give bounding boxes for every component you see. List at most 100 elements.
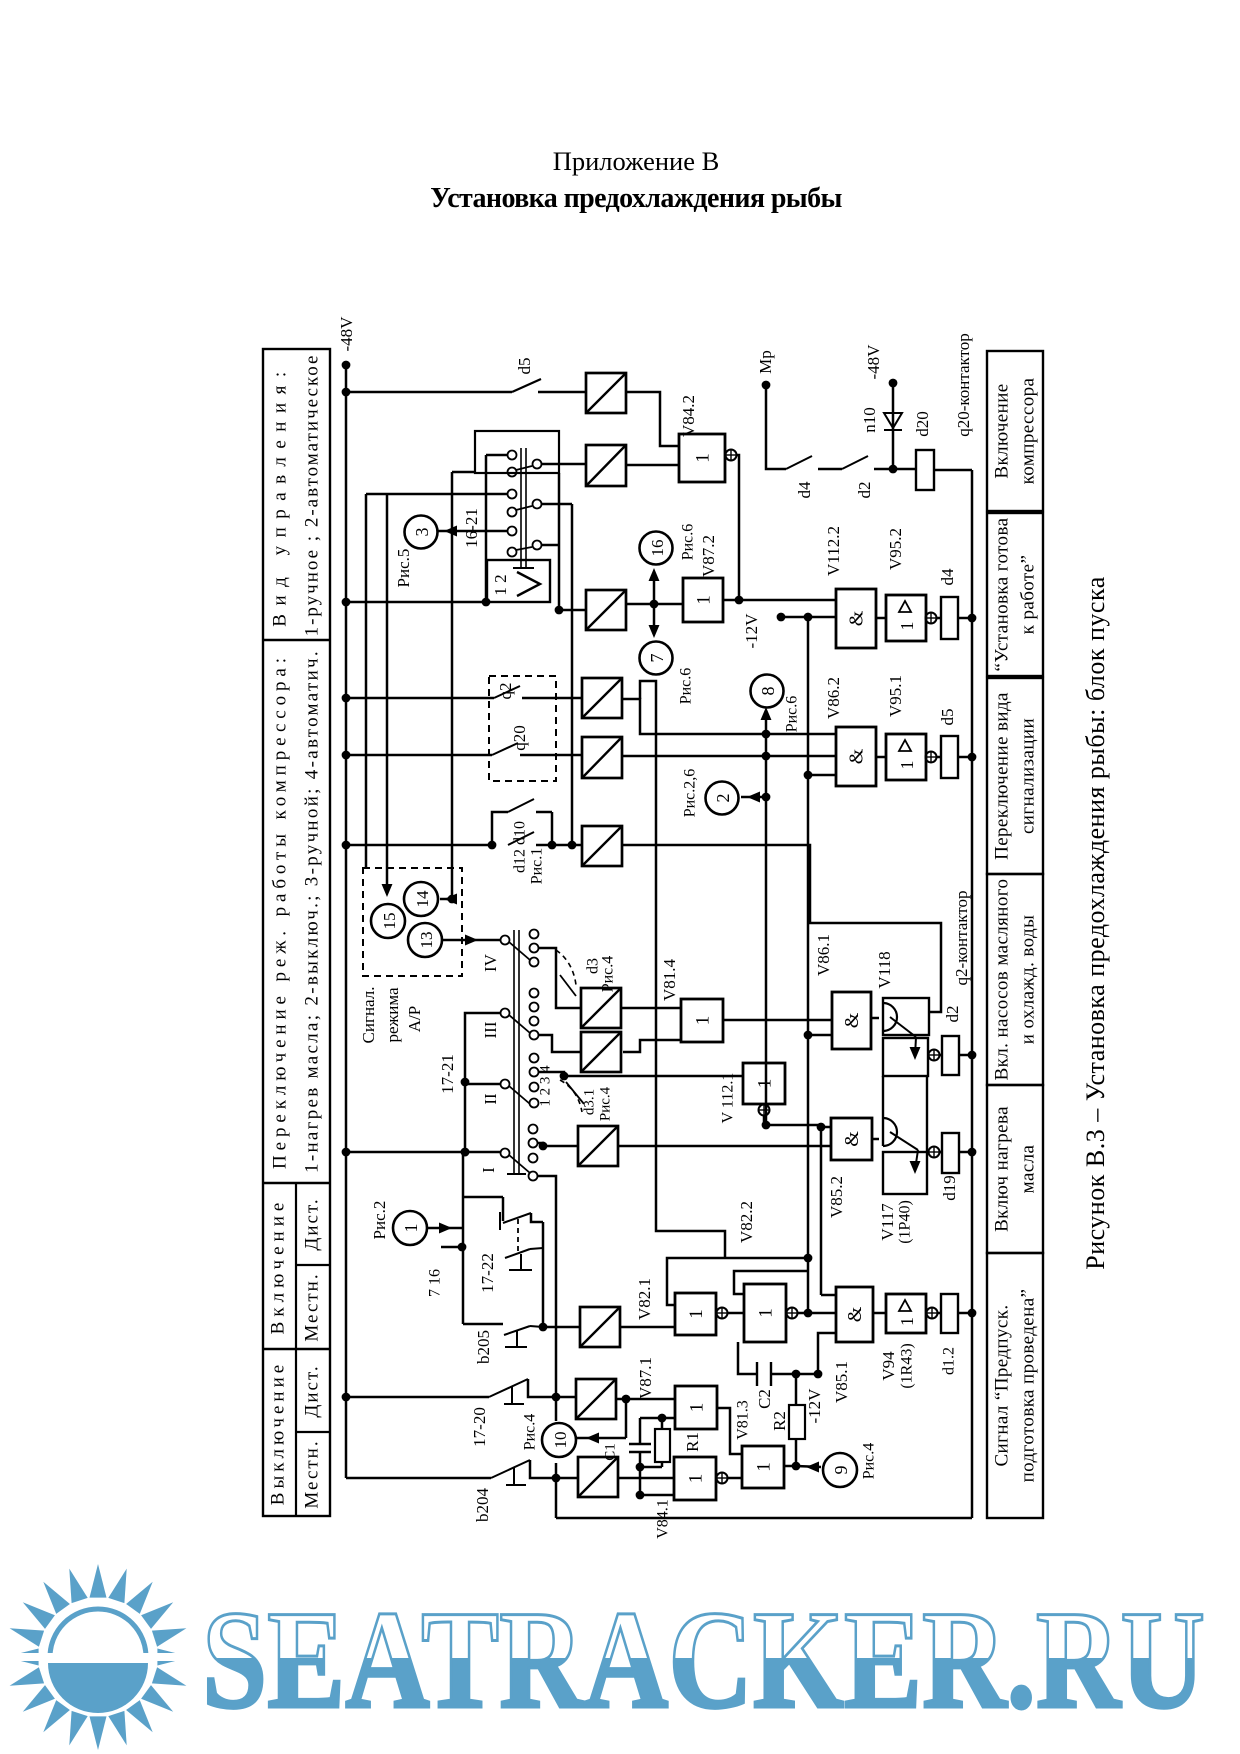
- svg-text:V118: V118: [875, 951, 894, 988]
- svg-text:режима: режима: [383, 987, 402, 1043]
- svg-text:V86.2: V86.2: [824, 677, 843, 719]
- svg-text:подготовка проведена”: подготовка проведена”: [1017, 1289, 1038, 1483]
- svg-text:1 2 3 4: 1 2 3 4: [537, 1065, 553, 1107]
- svg-text:C2: C2: [755, 1389, 774, 1409]
- svg-text:-48V: -48V: [864, 344, 883, 380]
- svg-text:d19: d19: [940, 1175, 959, 1201]
- svg-text:Рис.6: Рис.6: [784, 696, 801, 733]
- svg-text:V81.3: V81.3: [735, 1400, 752, 1440]
- svg-text:d3.1: d3.1: [581, 1089, 597, 1115]
- svg-text:Рис.4: Рис.4: [522, 1414, 539, 1451]
- svg-text:1: 1: [897, 622, 917, 631]
- svg-text:8: 8: [758, 687, 778, 696]
- svg-text:1: 1: [686, 1403, 707, 1413]
- svg-text:Местн.: Местн.: [301, 1272, 322, 1341]
- svg-text:V 112.1: V 112.1: [720, 1073, 737, 1124]
- svg-text:d12: d12: [512, 849, 529, 873]
- svg-text:V84.2: V84.2: [679, 395, 698, 437]
- svg-text:q2: q2: [496, 683, 515, 700]
- svg-text:C1: C1: [602, 1443, 618, 1461]
- svg-text:Переключение вида: Переключение вида: [991, 692, 1012, 860]
- svg-text:1: 1: [692, 1016, 713, 1026]
- svg-text:d5: d5: [515, 358, 534, 375]
- svg-text:d2: d2: [943, 1006, 962, 1023]
- svg-text:-48V: -48V: [337, 316, 356, 352]
- svg-text:q2-контактор: q2-контактор: [952, 890, 971, 985]
- svg-text:SEATRACKER.RU: SEATRACKER.RU: [202, 1582, 1205, 1738]
- svg-text:7 16: 7 16: [427, 1269, 444, 1297]
- svg-text:Рис.6: Рис.6: [680, 524, 697, 561]
- svg-text:13: 13: [417, 932, 436, 949]
- svg-text:&: &: [846, 748, 868, 764]
- svg-text:Установка предохлаждения рыбы: Установка предохлаждения рыбы: [430, 183, 842, 214]
- svg-text:Мр: Мр: [756, 350, 775, 374]
- svg-text:Рис.6: Рис.6: [678, 668, 695, 705]
- svg-text:1: 1: [693, 595, 714, 605]
- svg-text:Рисунок В.3 – Установка предох: Рисунок В.3 – Установка предохлаждения р…: [1081, 576, 1110, 1270]
- svg-text:1-нагрев масла; 2-выключ.; 3-р: 1-нагрев масла; 2-выключ.; 3-ручной; 4-а…: [301, 649, 322, 1173]
- svg-text:сигнализации: сигнализации: [1017, 718, 1038, 834]
- svg-text:7: 7: [647, 654, 667, 663]
- svg-text:IV: IV: [481, 953, 500, 972]
- svg-text:V117: V117: [878, 1203, 897, 1241]
- svg-text:III: III: [481, 1021, 500, 1038]
- svg-text:V86.1: V86.1: [814, 934, 833, 976]
- svg-text:10: 10: [551, 1432, 570, 1449]
- svg-text:R1: R1: [683, 1432, 702, 1452]
- svg-text:16: 16: [648, 540, 667, 557]
- svg-text:компрессора: компрессора: [1017, 377, 1038, 484]
- svg-text:d4: d4: [938, 568, 957, 586]
- svg-text:d4: d4: [795, 481, 814, 499]
- svg-text:Рис.4: Рис.4: [600, 956, 617, 993]
- svg-text:d5: d5: [938, 709, 957, 726]
- svg-text:1: 1: [897, 1317, 917, 1326]
- svg-text:А/Р: А/Р: [405, 1006, 424, 1032]
- svg-text:R2: R2: [770, 1411, 789, 1431]
- svg-text:V87.1: V87.1: [636, 1357, 655, 1399]
- svg-text:n10: n10: [860, 407, 879, 433]
- svg-text:Рис.4: Рис.4: [861, 1443, 878, 1480]
- svg-text:q20: q20: [510, 725, 529, 751]
- svg-text:q20-контактор: q20-контактор: [954, 333, 973, 437]
- svg-text:14: 14: [413, 890, 432, 908]
- svg-text:&: &: [841, 1012, 863, 1028]
- svg-text:(1R43): (1R43): [899, 1343, 916, 1388]
- svg-text:V82.2: V82.2: [737, 1201, 756, 1243]
- svg-text:d10: d10: [512, 821, 529, 845]
- svg-text:Рис.2: Рис.2: [370, 1201, 389, 1240]
- svg-text:1 2: 1 2: [491, 574, 510, 595]
- svg-text:-12V: -12V: [742, 613, 761, 649]
- svg-text:&: &: [844, 1306, 866, 1322]
- svg-text:V82.1: V82.1: [635, 1278, 654, 1320]
- svg-text:V85.2: V85.2: [827, 1176, 846, 1218]
- svg-text:d20: d20: [913, 411, 932, 437]
- svg-text:16-21: 16-21: [462, 508, 481, 548]
- svg-text:Рис.5: Рис.5: [394, 549, 413, 588]
- svg-text:(1Р40): (1Р40): [897, 1200, 914, 1244]
- svg-text:&: &: [841, 1131, 863, 1147]
- svg-text:1: 1: [753, 1462, 774, 1472]
- svg-text:V112.2: V112.2: [824, 526, 843, 576]
- svg-text:Переключение реж. работы комп: Переключение реж. работы компрессора:: [269, 653, 290, 1169]
- svg-text:II: II: [481, 1093, 500, 1105]
- svg-text:d2: d2: [855, 482, 874, 499]
- svg-text:V94: V94: [879, 1351, 898, 1381]
- svg-text:V95.1: V95.1: [886, 675, 905, 717]
- svg-text:и охлажд. воды: и охлажд. воды: [1017, 915, 1038, 1044]
- svg-text:Сигнал “Предпуск.: Сигнал “Предпуск.: [991, 1304, 1012, 1466]
- svg-text:Рис.1: Рис.1: [529, 848, 546, 885]
- svg-text:V81.4: V81.4: [660, 958, 679, 1001]
- svg-text:Дист.: Дист.: [301, 1197, 322, 1250]
- svg-text:V95.2: V95.2: [886, 528, 905, 570]
- svg-text:3: 3: [412, 528, 432, 537]
- svg-text:b204: b204: [473, 1488, 492, 1523]
- svg-text:к работе”: к работе”: [1017, 555, 1038, 635]
- svg-text:15: 15: [380, 913, 399, 930]
- svg-text:1: 1: [755, 1308, 776, 1318]
- svg-text:9: 9: [831, 1466, 851, 1475]
- svg-text:Сигнал.: Сигнал.: [359, 987, 378, 1044]
- svg-text:Рис.2,6: Рис.2,6: [682, 769, 699, 818]
- svg-text:&: &: [846, 610, 868, 626]
- svg-text:Включ нагрева: Включ нагрева: [991, 1106, 1012, 1232]
- svg-text:V87.2: V87.2: [699, 535, 718, 577]
